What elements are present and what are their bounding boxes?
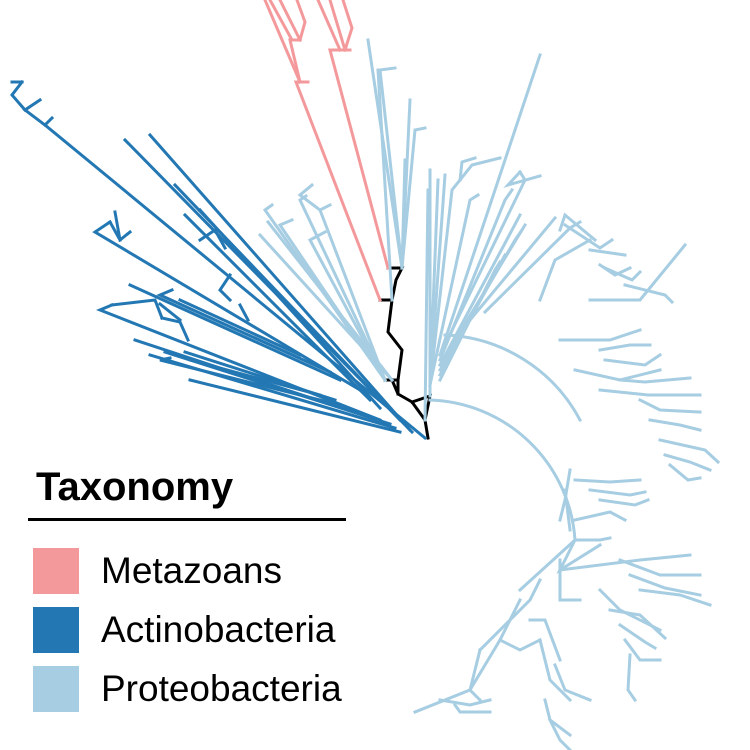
legend-label: Metazoans: [101, 550, 282, 591]
proteobacteria-clade-upper: [257, 38, 542, 422]
legend-title: Taxonomy: [36, 465, 234, 509]
proteobacteria-clade-arc: [413, 212, 721, 750]
legend-item-proteobacteria: Proteobacteria: [28, 665, 348, 713]
legend-swatch-metazoans: [33, 548, 79, 594]
actinobacteria-clade: [10, 79, 428, 441]
legend-swatch-actinobacteria: [33, 607, 79, 653]
legend-item-actinobacteria: Actinobacteria: [28, 606, 348, 654]
legend: Taxonomy Metazoans Actinobacteria Proteo…: [28, 462, 348, 724]
tree-backbone: [378, 266, 433, 440]
legend-swatch-proteobacteria: [33, 666, 79, 712]
metazoans-clade: [263, 0, 390, 302]
legend-item-metazoans: Metazoans: [28, 547, 348, 595]
legend-divider: [28, 518, 346, 521]
legend-label: Proteobacteria: [101, 668, 342, 709]
legend-label: Actinobacteria: [101, 609, 336, 650]
